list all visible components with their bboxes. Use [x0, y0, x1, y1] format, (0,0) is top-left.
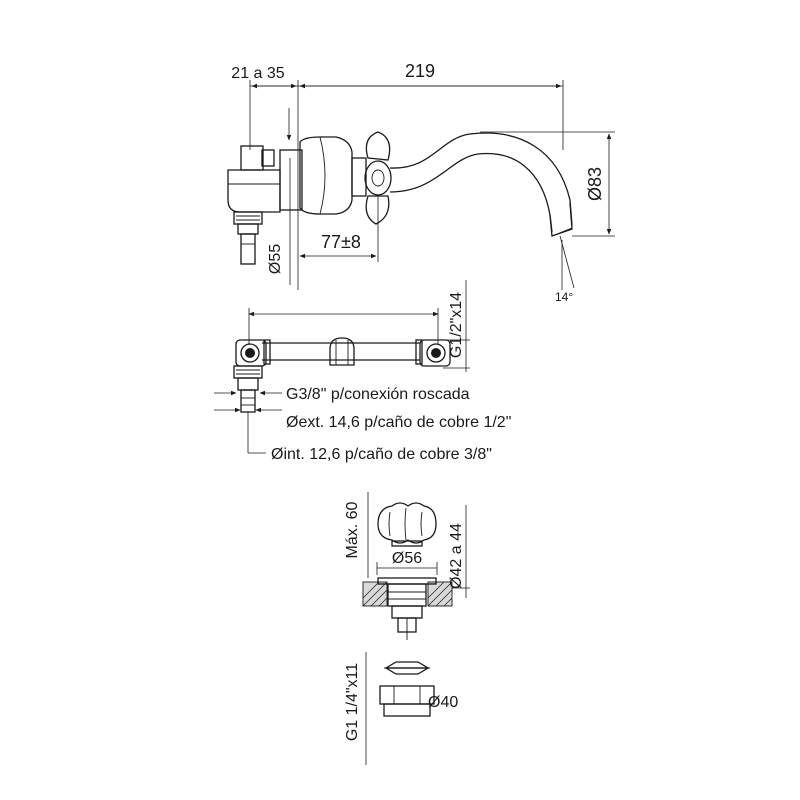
middle-fitting [329, 337, 355, 366]
drain-max-label: Máx. 60 [344, 501, 361, 558]
drain-nut [379, 685, 435, 717]
dim-handle-offset-label: 77±8 [321, 232, 361, 252]
drain-thread-label: G1 1/4"x11 [344, 663, 361, 741]
left-fitting [235, 339, 271, 367]
valve-body [299, 136, 367, 215]
note-int: Øint. 12,6 p/caño de cobre 3/8" [271, 446, 492, 463]
drain-body [377, 577, 437, 640]
drain-hole-label: Ø42 a 44 [448, 523, 465, 589]
angle-label: 14° [555, 290, 573, 304]
drain-view: Máx. 60 Ø56 [344, 492, 470, 765]
drain-nut-label: Ø40 [428, 694, 458, 711]
handle-cross [364, 131, 392, 225]
note-ext: Øext. 14,6 p/caño de cobre 1/2" [286, 414, 511, 431]
spout [389, 132, 573, 237]
drain-knob [377, 502, 437, 547]
wall-connector [227, 145, 303, 265]
rear-view: G1/2"x14 G3/8" p/conexión roscada Øext. … [214, 280, 511, 463]
dim-body-diameter-label: Ø55 [267, 244, 284, 274]
rear-thread-label: G1/2"x14 [448, 292, 465, 358]
drain-washer [383, 661, 431, 675]
threaded-connector [233, 365, 263, 413]
right-fitting [415, 339, 451, 367]
wall-section [362, 581, 453, 607]
drain-flange-label: Ø56 [392, 550, 422, 567]
dim-length-label: 219 [405, 61, 435, 81]
dim-spout-height-label: Ø83 [585, 167, 605, 201]
front-view: 21 a 35 219 [227, 61, 615, 304]
note-threaded: G3/8" p/conexión roscada [286, 386, 470, 403]
dim-wall-range-label: 21 a 35 [231, 65, 284, 82]
